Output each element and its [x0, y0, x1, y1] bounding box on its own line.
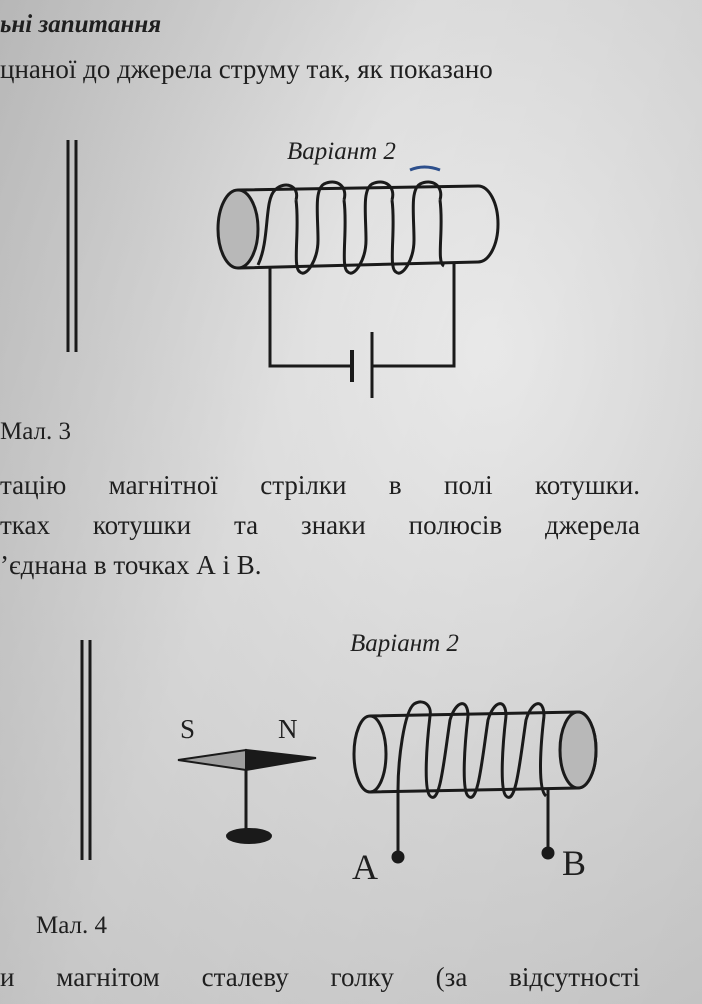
- text-line-4: ’єднана в точках А і В.: [0, 550, 262, 580]
- text-line-1: цнаної до джерела струму так, як показан…: [0, 54, 493, 84]
- fig3-pen-mark: [409, 165, 441, 172]
- fig4-variant-label: Варіант 2: [350, 630, 459, 657]
- needle-pole-s: S: [180, 714, 196, 744]
- point-a-label: A: [352, 847, 378, 887]
- fig3-caption: Мал. 3: [0, 418, 72, 445]
- fig3-circuit: [268, 262, 456, 398]
- fig4-caption: Мал. 4: [36, 912, 108, 939]
- point-b-label: B: [562, 843, 587, 883]
- text-line-3: тках котушки та знаки полюсів джерела: [0, 510, 640, 540]
- text-line-2: тацію магнітної стрілки в полі котушки.: [0, 470, 640, 500]
- fig4-leads: [391, 790, 555, 864]
- fig3-variant-label: Варіант 2: [287, 138, 396, 165]
- fig4-magnetic-needle: [177, 748, 317, 844]
- fig3-coil: [216, 180, 500, 275]
- fig3-straight-conductor: [66, 140, 78, 352]
- fig4-coil: [352, 700, 598, 799]
- needle-pole-n: N: [278, 714, 298, 744]
- text-line-bottom: и магнітом сталеву голку (за відсутності: [0, 962, 640, 992]
- fig4-straight-conductor: [80, 640, 92, 860]
- section-heading: ьні запитання: [0, 11, 162, 38]
